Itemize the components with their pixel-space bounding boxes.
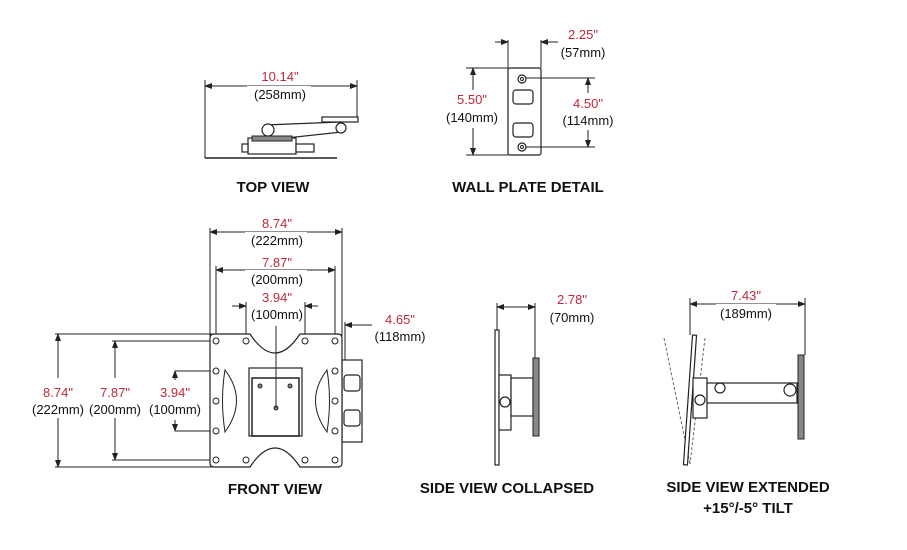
collapsed-depth-mm: (70mm) <box>550 310 595 325</box>
plate-hole-spacing-inches: 4.50" <box>573 96 603 111</box>
side-collapsed-title: SIDE VIEW COLLAPSED <box>420 480 594 497</box>
plate-depth-mm: (57mm) <box>561 45 606 60</box>
plate-height-mm: (140mm) <box>446 110 498 125</box>
side-extended-title: SIDE VIEW EXTENDED <box>666 479 830 496</box>
extended-depth-mm: (189mm) <box>720 306 772 321</box>
front-width-222-inches: 8.74" <box>262 216 292 231</box>
collapsed-depth-inches: 2.78" <box>557 292 587 307</box>
front-height-100-mm: (100mm) <box>149 402 201 417</box>
plate-hole-spacing-mm: (114mm) <box>562 113 613 128</box>
side-extended-tilt: +15°/-5° TILT <box>703 500 793 517</box>
front-height-200-inches: 7.87" <box>100 385 130 400</box>
side-view-collapsed: 2.78" (70mm) SIDE VIEW COLLAPSED <box>420 292 594 497</box>
front-width-200-inches: 7.87" <box>262 255 292 270</box>
front-offset-mm: (118mm) <box>374 329 425 344</box>
top-view-title: TOP VIEW <box>237 179 311 196</box>
front-width-100-mm: (100mm) <box>251 307 303 322</box>
front-width-200-mm: (200mm) <box>251 272 303 287</box>
extended-depth-inches: 7.43" <box>731 288 761 303</box>
plate-depth-inches: 2.25" <box>568 27 598 42</box>
front-view-title: FRONT VIEW <box>228 481 323 498</box>
front-height-222-inches: 8.74" <box>43 385 73 400</box>
wall-plate-title: WALL PLATE DETAIL <box>452 179 604 196</box>
wall-plate-detail: 2.25" (57mm) 5.50" (140mm) 4.50" (114mm)… <box>446 27 614 196</box>
front-width-100-inches: 3.94" <box>262 290 292 305</box>
top-width-mm: (258mm) <box>254 87 306 102</box>
front-offset-inches: 4.65" <box>385 312 415 327</box>
front-height-222-mm: (222mm) <box>32 402 84 417</box>
plate-height-inches: 5.50" <box>457 92 487 107</box>
top-width-inches: 10.14" <box>261 69 299 84</box>
front-height-200-mm: (200mm) <box>89 402 141 417</box>
top-view: 10.14" (258mm) TOP VIEW <box>204 69 359 196</box>
front-height-100-inches: 3.94" <box>160 385 190 400</box>
top-view-drawing <box>205 116 359 159</box>
side-view-extended: 7.43" (189mm) SIDE VIEW EXTENDED +15°/-5… <box>663 288 830 517</box>
front-view: 8.74" (222mm) 7.87" (200mm) 3.94" (100mm… <box>32 216 426 498</box>
front-width-222-mm: (222mm) <box>251 233 303 248</box>
